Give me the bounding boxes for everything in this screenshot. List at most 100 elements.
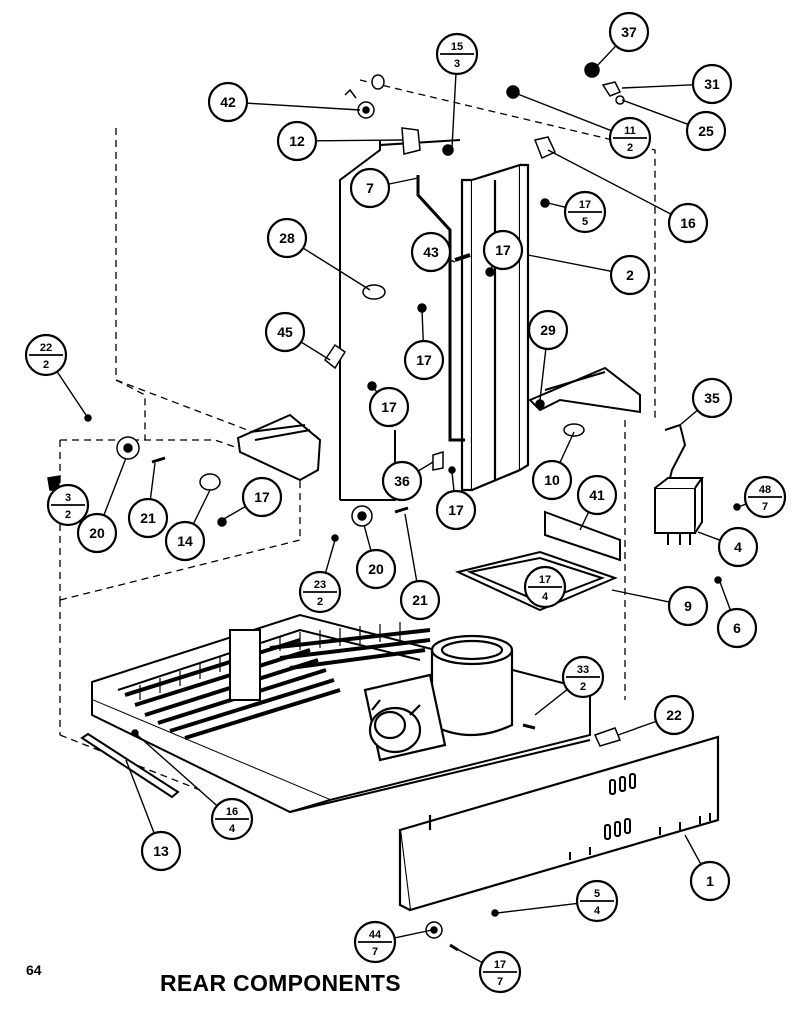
callout-sub-number: 7 bbox=[497, 976, 503, 988]
callout-c44: 447 bbox=[353, 920, 397, 964]
callout-circle bbox=[164, 520, 206, 562]
callout-number: 11 bbox=[624, 125, 636, 137]
callout-number: 5 bbox=[594, 888, 600, 900]
leader-line-c17a bbox=[547, 202, 566, 208]
callout-number: 23 bbox=[314, 579, 326, 591]
callout-c15: 153 bbox=[435, 32, 479, 76]
callout-c45: 45 bbox=[264, 311, 306, 353]
callout-number: 20 bbox=[368, 561, 384, 577]
callout-number: 36 bbox=[394, 473, 410, 489]
callout-circle bbox=[264, 311, 306, 353]
callout-number: 43 bbox=[423, 244, 439, 260]
leader-line-c48 bbox=[737, 503, 747, 508]
leader-line-c35 bbox=[679, 409, 698, 426]
callout-circle bbox=[399, 579, 441, 621]
callout-sub-number: 7 bbox=[762, 501, 768, 513]
callout-circle bbox=[349, 167, 391, 209]
callout-circle bbox=[609, 254, 651, 296]
callout-number: 28 bbox=[279, 230, 295, 246]
callout-c33: 332 bbox=[561, 655, 605, 699]
callout-sub-number: 7 bbox=[372, 946, 378, 958]
callout-c16b: 164 bbox=[210, 797, 254, 841]
callout-c17b: 17 bbox=[482, 229, 524, 271]
rear-panel-vents bbox=[569, 773, 711, 860]
callout-number: 35 bbox=[704, 390, 720, 406]
callout-circle bbox=[667, 585, 709, 627]
callout-c17f: 17 bbox=[435, 489, 477, 531]
leader-line-c15 bbox=[451, 73, 457, 149]
callout-c42: 42 bbox=[207, 81, 249, 123]
callout-c17a: 175 bbox=[563, 190, 607, 234]
callout-circle bbox=[691, 63, 733, 105]
callout-circle bbox=[608, 11, 650, 53]
callout-c22a: 222 bbox=[24, 333, 68, 377]
callout-sub-number: 5 bbox=[582, 216, 588, 228]
callout-circle bbox=[207, 81, 249, 123]
vertical-channel bbox=[460, 163, 530, 492]
callout-c22b: 22 bbox=[653, 694, 695, 736]
shelf-bracket bbox=[528, 366, 641, 414]
callout-c10: 10 bbox=[531, 459, 573, 501]
callout-circle bbox=[667, 202, 709, 244]
callout-circle bbox=[527, 309, 569, 351]
callout-c21a: 21 bbox=[127, 497, 169, 539]
callout-circle bbox=[403, 339, 445, 381]
callout-circle bbox=[531, 459, 573, 501]
callout-c13: 13 bbox=[140, 830, 182, 872]
leader-line-c10 bbox=[559, 431, 575, 464]
callout-number: 10 bbox=[544, 472, 560, 488]
leader-line-c20a bbox=[103, 457, 127, 516]
leader-line-c12 bbox=[315, 139, 403, 142]
leader-line-c20b bbox=[363, 524, 372, 551]
callout-circle bbox=[691, 377, 733, 419]
leader-line-c42 bbox=[246, 102, 361, 111]
hardware bbox=[47, 62, 741, 952]
callout-number: 9 bbox=[684, 598, 692, 614]
leader-line-c44 bbox=[394, 929, 433, 939]
callout-circle bbox=[140, 830, 182, 872]
callout-number: 17 bbox=[381, 399, 397, 415]
callout-c4: 4 bbox=[717, 526, 759, 568]
fan-shroud-bracket bbox=[229, 629, 261, 701]
callout-number: 45 bbox=[277, 324, 293, 340]
callout-c29: 29 bbox=[527, 309, 569, 351]
diagram-title: REAR COMPONENTS bbox=[160, 970, 401, 996]
rear-panel bbox=[398, 735, 720, 912]
leader-line-c25 bbox=[621, 99, 689, 126]
callout-sub-number: 2 bbox=[627, 142, 633, 154]
capacitor-35 bbox=[664, 423, 687, 479]
callout-circle bbox=[410, 231, 452, 273]
callout-circle bbox=[276, 120, 318, 162]
callout-number: 48 bbox=[759, 484, 771, 496]
callout-number: 6 bbox=[733, 620, 741, 636]
callout-number: 15 bbox=[451, 41, 463, 53]
callout-c25: 25 bbox=[685, 110, 727, 152]
callout-number: 22 bbox=[666, 707, 682, 723]
leader-line-c43 bbox=[448, 258, 456, 263]
callout-sub-number: 2 bbox=[65, 509, 71, 521]
callout-c36: 36 bbox=[381, 460, 423, 502]
leader-line-c21b bbox=[404, 513, 418, 582]
callout-number: 16 bbox=[680, 215, 696, 231]
leader-line-c1 bbox=[684, 834, 702, 865]
callout-c20a: 20 bbox=[76, 512, 118, 554]
callout-c17g: 174 bbox=[523, 565, 567, 609]
callout-c11: 112 bbox=[608, 116, 652, 160]
callout-c28: 28 bbox=[266, 217, 308, 259]
callout-c23: 232 bbox=[298, 570, 342, 614]
callout-sub-number: 3 bbox=[454, 58, 460, 70]
callout-number: 7 bbox=[366, 180, 374, 196]
callout-number: 31 bbox=[704, 76, 720, 92]
leader-line-c22b bbox=[617, 720, 657, 736]
callout-sub-number: 4 bbox=[594, 905, 601, 917]
fan-motor bbox=[363, 673, 447, 762]
leader-line-c31a bbox=[621, 84, 694, 89]
callout-sub-number: 4 bbox=[542, 591, 549, 603]
callout-c17d: 17 bbox=[368, 386, 410, 428]
callout-number: 12 bbox=[289, 133, 305, 149]
callout-circle bbox=[381, 460, 423, 502]
callout-sub-number: 2 bbox=[43, 359, 49, 371]
callout-circle bbox=[653, 694, 695, 736]
machine-base bbox=[91, 613, 591, 814]
callout-circle bbox=[127, 497, 169, 539]
